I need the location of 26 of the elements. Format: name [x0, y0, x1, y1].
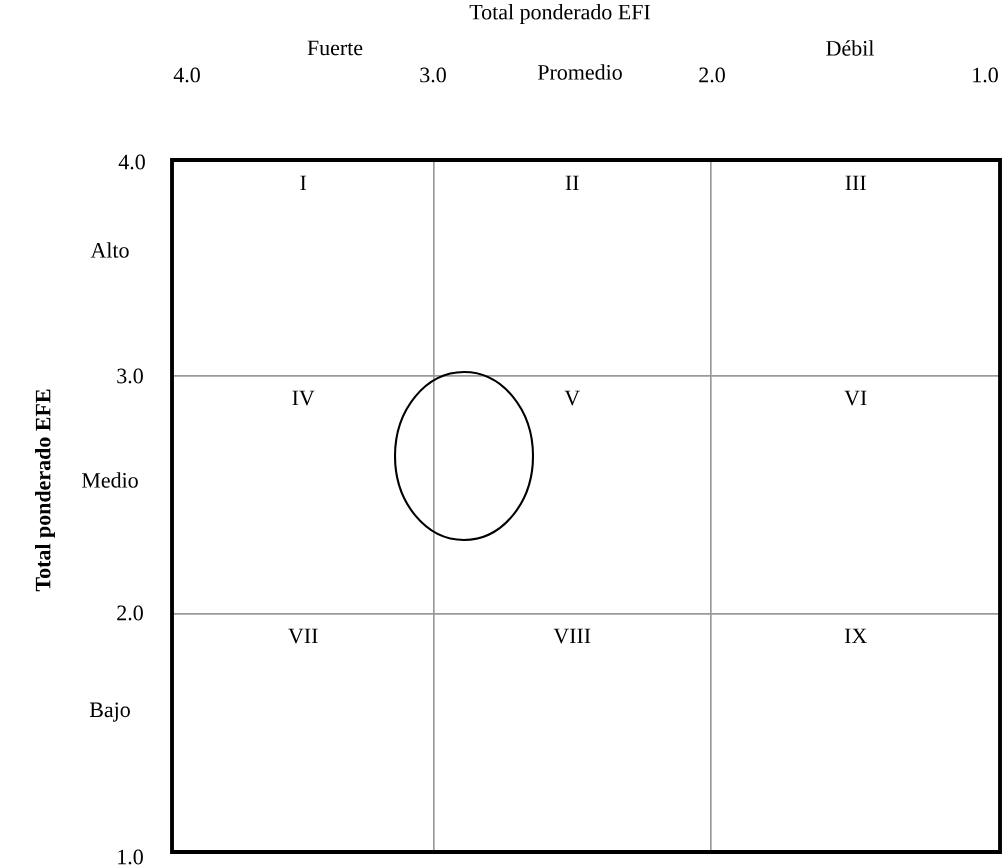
axis-title: Total ponderado EFE: [35, 389, 55, 592]
axis-tick: 1.0: [118, 849, 143, 865]
axis-tick: 2.0: [117, 605, 143, 621]
axis-tick: 2.0: [699, 67, 725, 83]
row-label: Bajo: [89, 702, 130, 722]
column-label: Promedio: [537, 64, 622, 80]
row-label: Medio: [81, 472, 138, 488]
matrix-cell: VI: [710, 375, 1002, 615]
axis-tick: 3.0: [117, 368, 143, 384]
axis-tick: 4.0: [118, 154, 145, 170]
matrix-cell: III: [710, 160, 1002, 377]
matrix-cell: VIII: [433, 613, 712, 854]
column-label: Débil: [826, 40, 874, 56]
axis-tick: 1.0: [973, 67, 998, 83]
matrix-cell: V: [433, 375, 712, 615]
axis-title: Total ponderado EFI: [469, 4, 650, 24]
matrix-cell: IX: [710, 613, 1002, 854]
position-ellipse: [393, 370, 535, 542]
matrix-cell: II: [433, 160, 712, 377]
axis-tick: 4.0: [173, 67, 200, 83]
column-label: Fuerte: [307, 40, 363, 56]
row-label: Alto: [90, 242, 129, 258]
matrix-cell: VII: [172, 613, 435, 854]
matrix-cell: I: [172, 160, 435, 377]
axis-tick: 3.0: [420, 67, 446, 83]
matrix-cell: IV: [172, 375, 435, 615]
